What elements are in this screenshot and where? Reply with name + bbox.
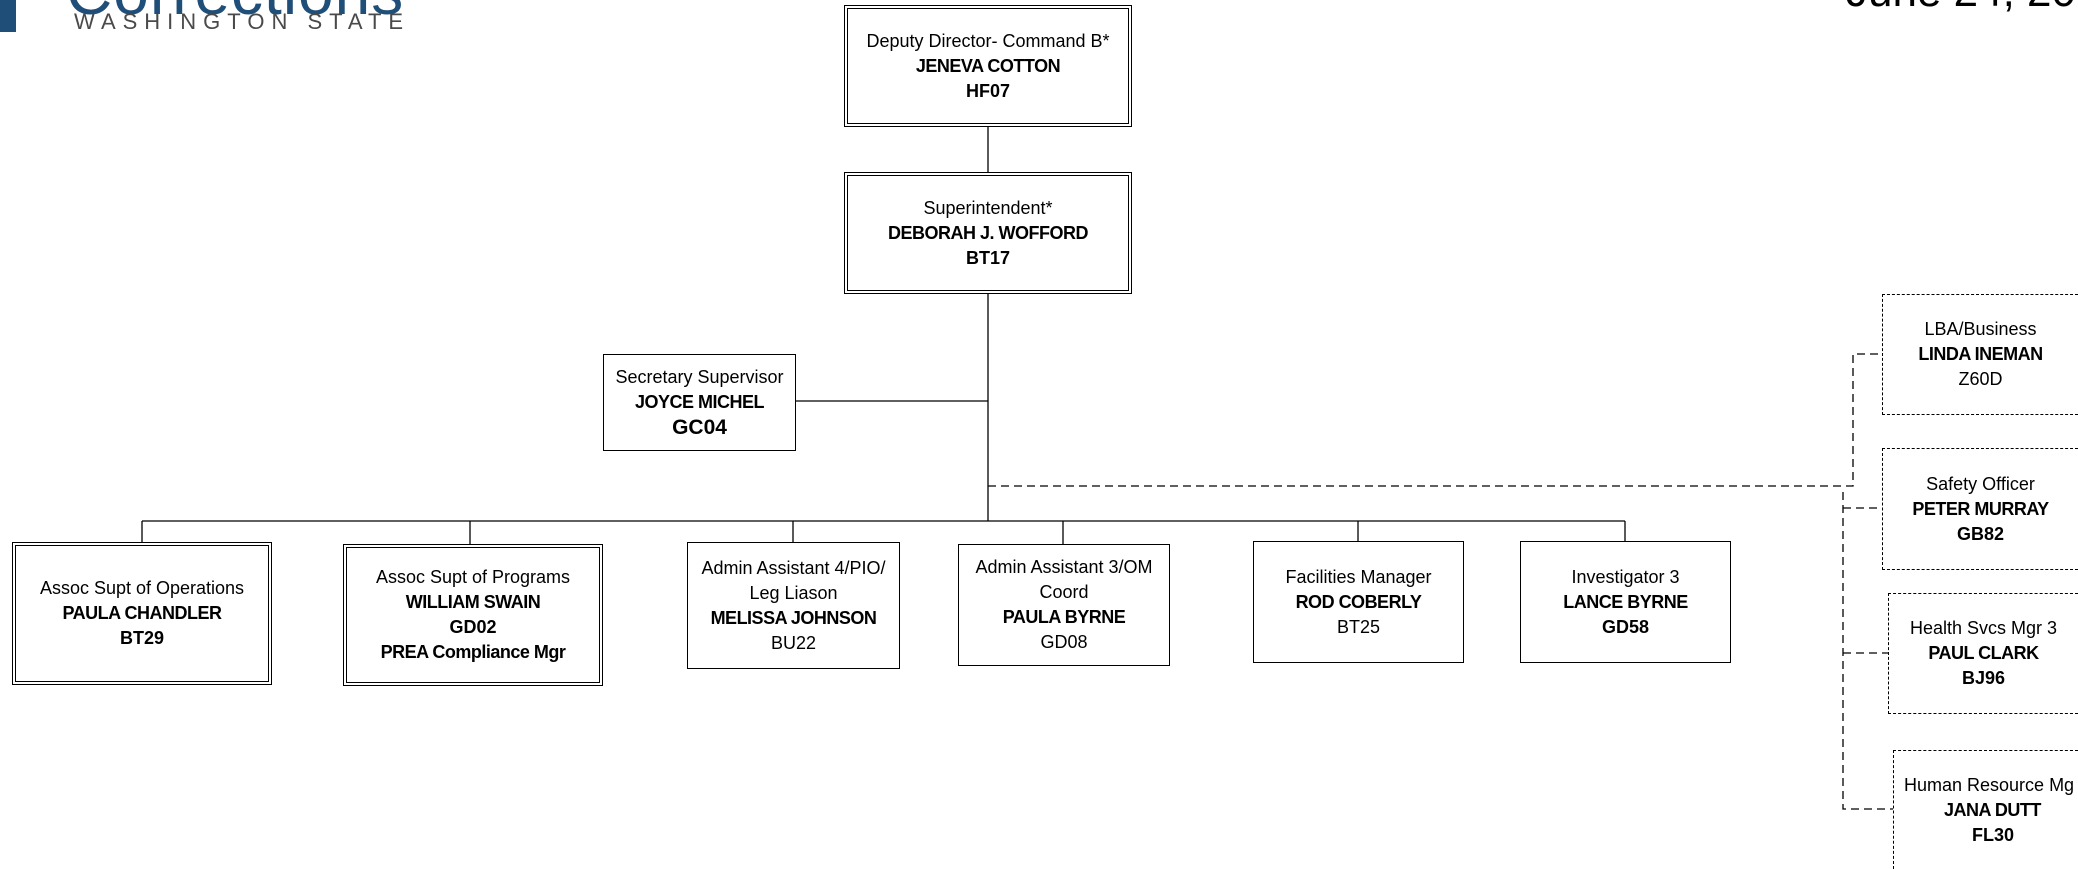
position-code: FL30 <box>1972 824 2015 845</box>
position-code: GD02 <box>449 617 497 637</box>
position-code: BU22 <box>770 632 817 653</box>
position-title: LBA/Business <box>1924 319 2037 339</box>
position-code: BT17 <box>965 247 1010 268</box>
person-name: DEBORAH J. WOFFORD <box>888 222 1089 243</box>
position-title: Superintendent* <box>923 197 1053 218</box>
person-name: PETER MURRAY <box>1912 498 2049 519</box>
person-name: PAULA CHANDLER <box>62 603 223 623</box>
person-name: MELISSA JOHNSON <box>710 607 877 628</box>
position-title: Investigator 3 <box>1571 566 1680 587</box>
position-code: GD58 <box>1601 616 1650 637</box>
person-name: PAUL CLARK <box>1928 643 2039 663</box>
position-code: Z60D <box>1958 369 2003 389</box>
org-box-lba-business: LBA/Business LINDA INEMAN Z60D <box>1882 294 2078 415</box>
logo-mark <box>0 0 16 32</box>
org-box-assoc-supt-programs: Assoc Supt of Programs WILLIAM SWAIN GD0… <box>343 544 603 686</box>
position-code: GC04 <box>672 416 727 439</box>
position-title: Admin Assistant 3/OM Coord <box>975 557 1153 602</box>
org-box-admin-assistant-4: Admin Assistant 4/PIO/ Leg Liason MELISS… <box>687 542 900 669</box>
position-title: Human Resource Mg <box>1904 774 2075 795</box>
org-box-facilities-manager: Facilities Manager ROD COBERLY BT25 <box>1253 541 1464 663</box>
org-box-safety-officer: Safety Officer PETER MURRAY GB82 <box>1882 448 2078 570</box>
org-box-health-svcs-mgr: Health Svcs Mgr 3 PAUL CLARK BJ96 <box>1888 593 2078 714</box>
org-box-secretary-supervisor: Secretary Supervisor JOYCE MICHEL GC04 <box>603 354 796 451</box>
org-box-human-resource-mgr: Human Resource Mg JANA DUTT FL30 <box>1893 750 2078 869</box>
chart-date: June 24, 202 <box>1846 0 2078 14</box>
logo-wordmark: Corrections <box>66 0 404 24</box>
person-name: LANCE BYRNE <box>1563 591 1688 612</box>
position-title: Secretary Supervisor <box>615 367 784 387</box>
position-code: GB82 <box>1956 523 2005 544</box>
position-note: PREA Compliance Mgr <box>380 642 566 662</box>
person-name: JOYCE MICHEL <box>634 392 765 412</box>
position-code: BT25 <box>1336 616 1381 637</box>
org-box-admin-assistant-3: Admin Assistant 3/OM Coord PAULA BYRNE G… <box>958 544 1170 666</box>
person-name: PAULA BYRNE <box>1002 607 1126 627</box>
position-title: Admin Assistant 4/PIO/ Leg Liason <box>701 557 886 603</box>
position-code: BJ96 <box>1961 668 2006 688</box>
dotted-connector-main <box>988 353 1882 487</box>
person-name: ROD COBERLY <box>1295 591 1422 612</box>
position-title: Safety Officer <box>1926 473 2035 494</box>
position-code: GD08 <box>1040 632 1088 652</box>
position-code: BT29 <box>119 628 164 648</box>
person-name: JANA DUTT <box>1944 799 2041 820</box>
position-code: HF07 <box>965 80 1010 101</box>
logo-subtext: WASHINGTON STATE <box>74 9 411 34</box>
org-box-investigator-3: Investigator 3 LANCE BYRNE GD58 <box>1520 541 1731 663</box>
position-title: Assoc Supt of Programs <box>375 567 571 587</box>
person-name: LINDA INEMAN <box>1918 344 2043 364</box>
org-box-assoc-supt-operations: Assoc Supt of Operations PAULA CHANDLER … <box>12 542 272 685</box>
dotted-connector-spine <box>1842 492 1893 810</box>
position-title: Deputy Director- Command B* <box>866 30 1110 51</box>
position-title: Facilities Manager <box>1285 566 1432 587</box>
position-title: Health Svcs Mgr 3 <box>1909 618 2058 638</box>
org-box-deputy-director: Deputy Director- Command B* JENEVA COTTO… <box>844 5 1132 127</box>
person-name: JENEVA COTTON <box>915 55 1061 76</box>
position-title: Assoc Supt of Operations <box>39 578 245 598</box>
org-box-superintendent: Superintendent* DEBORAH J. WOFFORD BT17 <box>844 172 1132 294</box>
person-name: WILLIAM SWAIN <box>405 592 541 612</box>
